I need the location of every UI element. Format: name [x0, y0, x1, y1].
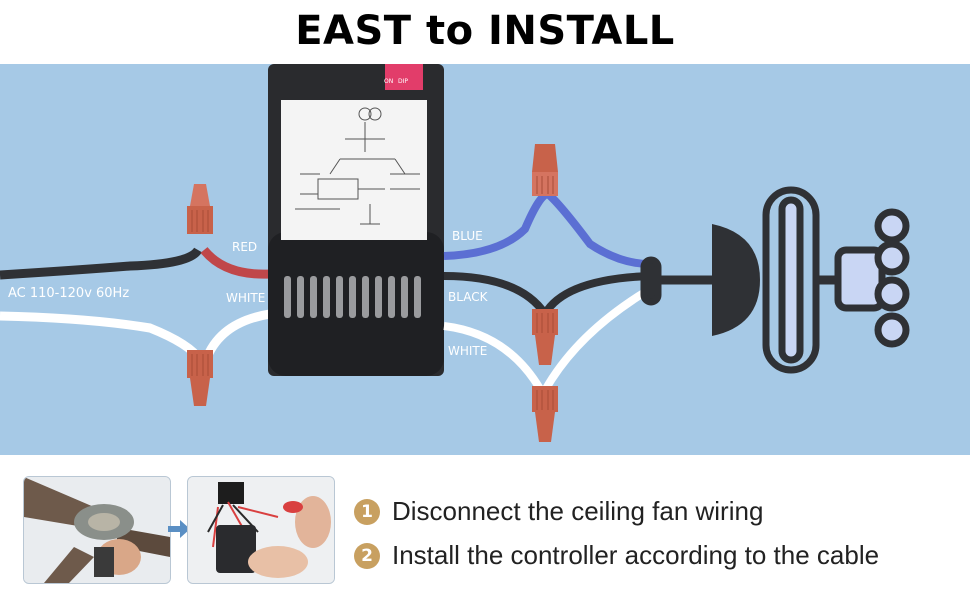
step-2-number: 2 [354, 542, 380, 569]
wiring-diagram: ON DIP AC 110-120v 60Hz RED WHITE BLUE B… [0, 64, 970, 455]
white-wire-left [201, 309, 271, 362]
black-wire-label: BLACK [448, 290, 488, 304]
step-2-text: Install the controller according to the … [392, 540, 880, 570]
white-wire-right-label: WHITE [448, 344, 488, 358]
red-wire-label: RED [232, 240, 258, 254]
wire-nut-black [532, 309, 558, 365]
red-wire [200, 247, 271, 279]
controller-vents [284, 276, 421, 318]
ceiling-fan [640, 186, 910, 374]
white-wire-left-label: WHITE [226, 291, 266, 305]
blue-wire-label: BLUE [452, 229, 483, 243]
ac-input-label: AC 110-120v 60Hz [8, 286, 130, 301]
page-title: EAST to INSTALL [295, 8, 675, 54]
step-2: 2 Install the controller according to th… [354, 540, 879, 571]
label-schematic [295, 107, 420, 225]
wiring-diagram-svg [0, 64, 910, 442]
photo-disconnect-fan [23, 476, 171, 584]
controller-vent-tops [284, 266, 421, 276]
wire-nut-white-right [532, 386, 558, 442]
step-1-number: 1 [354, 498, 380, 525]
step-1-text: Disconnect the ceiling fan wiring [392, 496, 764, 526]
controller-body [268, 64, 444, 376]
ac-white-wire [0, 311, 204, 363]
dip-switch [385, 64, 423, 90]
ac-black-wire [0, 247, 202, 280]
wire-nut-white-left [187, 350, 213, 406]
step-1: 1 Disconnect the ceiling fan wiring [354, 496, 763, 527]
arrow-right-icon [168, 520, 190, 543]
photo-install-controller [187, 476, 335, 584]
switch-dip-label: DIP [398, 78, 409, 85]
switch-on-label: ON [384, 78, 394, 85]
wire-nut-blue [532, 144, 558, 196]
wire-nut-red [187, 184, 213, 234]
